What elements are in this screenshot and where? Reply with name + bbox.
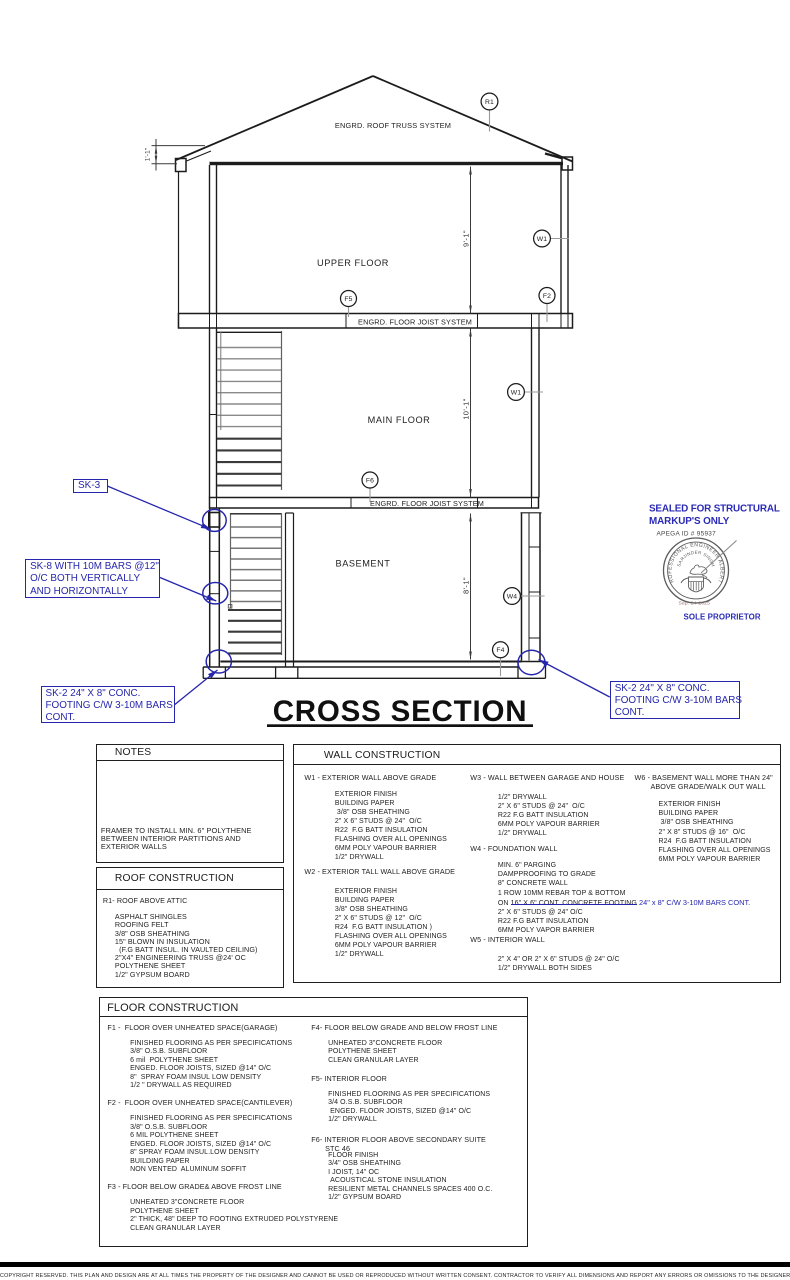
svg-text:MARKUP'S ONLY: MARKUP'S ONLY: [649, 516, 730, 527]
svg-text:F4: F4: [496, 647, 504, 654]
svg-text:9'-1": 9'-1": [462, 230, 471, 247]
svg-text:SEALED FOR STRUCTURAL: SEALED FOR STRUCTURAL: [649, 504, 780, 515]
svg-text:10'-1": 10'-1": [462, 398, 471, 420]
svg-text:W1: W1: [511, 389, 522, 396]
svg-text:Sep. 24 2025: Sep. 24 2025: [679, 601, 711, 607]
svg-text:W4: W4: [507, 593, 518, 600]
svg-text:MAIN FLOOR: MAIN FLOOR: [368, 415, 431, 425]
svg-text:UPPER FLOOR: UPPER FLOOR: [317, 258, 389, 268]
svg-text:BASEMENT: BASEMENT: [336, 559, 391, 569]
svg-text:F6: F6: [366, 477, 374, 484]
svg-text:R1: R1: [485, 99, 494, 106]
svg-text:PROFESSIONAL ENGINEER ALBERTA: PROFESSIONAL ENGINEER ALBERTA: [0, 0, 725, 584]
svg-text:F2: F2: [543, 293, 551, 300]
svg-text:ENGRD. FLOOR JOIST SYSTEM: ENGRD. FLOOR JOIST SYSTEM: [358, 317, 472, 326]
svg-text:ENGRD. FLOOR JOIST SYSTEM: ENGRD. FLOOR JOIST SYSTEM: [370, 499, 484, 508]
svg-text:CROSS SECTION: CROSS SECTION: [273, 695, 528, 728]
svg-text:ENGRD. ROOF TRUSS SYSTEM: ENGRD. ROOF TRUSS SYSTEM: [335, 121, 451, 130]
svg-text:8'-1": 8'-1": [462, 577, 471, 594]
svg-text:APEGA ID # 95937: APEGA ID # 95937: [657, 530, 717, 537]
svg-text:W1: W1: [537, 236, 548, 243]
svg-text:1'-1": 1'-1": [144, 148, 151, 162]
svg-text:SOLE PROPRIETOR: SOLE PROPRIETOR: [684, 613, 761, 622]
svg-text:F5: F5: [344, 296, 352, 303]
